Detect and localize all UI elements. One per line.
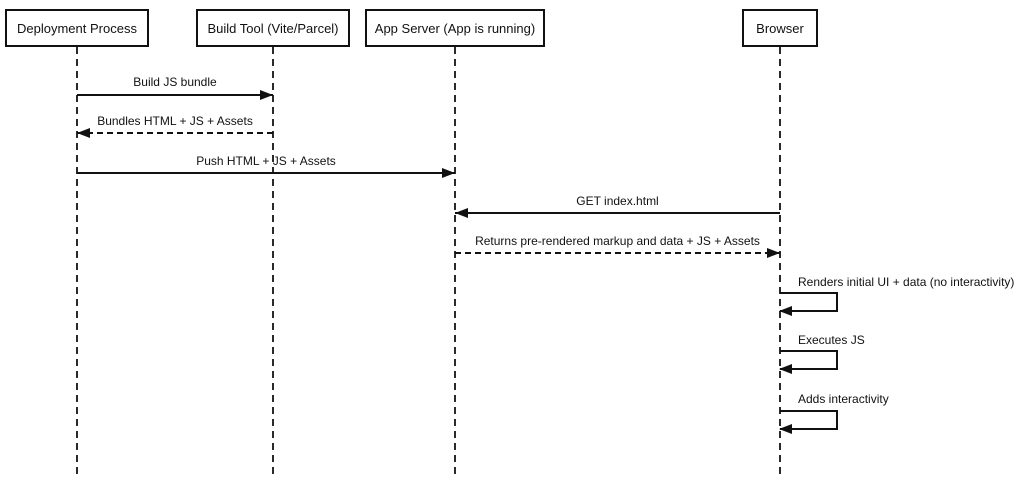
- message-label-executes-js: Executes JS: [798, 333, 865, 347]
- lifeline-app-server: [454, 47, 456, 479]
- actor-box-app-server: App Server (App is running): [365, 9, 545, 47]
- message-label-returns-markup: Returns pre-rendered markup and data + J…: [475, 234, 760, 248]
- message-line-bundles-assets: [77, 132, 273, 134]
- lifeline-browser: [779, 47, 781, 479]
- message-line-push-assets: [77, 172, 455, 174]
- message-label-build-js-bundle: Build JS bundle: [133, 75, 217, 89]
- actor-label-build-tool: Build Tool (Vite/Parcel): [207, 20, 339, 36]
- actor-label-browser: Browser: [756, 20, 804, 36]
- lifeline-deployment-process: [76, 47, 78, 479]
- message-label-bundles-assets: Bundles HTML + JS + Assets: [97, 114, 253, 128]
- actor-box-deployment-process: Deployment Process: [5, 9, 149, 47]
- arrowhead-right-icon: [442, 168, 455, 178]
- message-label-push-assets: Push HTML + JS + Assets: [196, 154, 336, 168]
- arrowhead-right-icon: [260, 90, 273, 100]
- self-message-loop: [780, 350, 838, 370]
- message-label-get-index: GET index.html: [576, 194, 659, 208]
- actor-label-deployment-process: Deployment Process: [17, 20, 137, 36]
- arrowhead-right-icon: [767, 248, 780, 258]
- arrowhead-left-icon: [779, 306, 792, 316]
- arrowhead-left-icon: [779, 424, 792, 434]
- message-line-get-index: [455, 212, 780, 214]
- self-message-loop: [780, 292, 838, 312]
- arrowhead-left-icon: [77, 128, 90, 138]
- actor-box-browser: Browser: [742, 9, 818, 47]
- self-message-loop: [780, 410, 838, 430]
- actor-label-app-server: App Server (App is running): [374, 20, 536, 36]
- message-label-renders-initial-ui: Renders initial UI + data (no interactiv…: [798, 275, 1015, 289]
- message-label-adds-interactivity: Adds interactivity: [798, 392, 889, 406]
- actor-box-build-tool: Build Tool (Vite/Parcel): [196, 9, 350, 47]
- arrowhead-left-icon: [455, 208, 468, 218]
- lifeline-build-tool: [272, 47, 274, 479]
- arrowhead-left-icon: [779, 364, 792, 374]
- message-line-build-js-bundle: [77, 94, 273, 96]
- message-line-returns-markup: [455, 252, 780, 254]
